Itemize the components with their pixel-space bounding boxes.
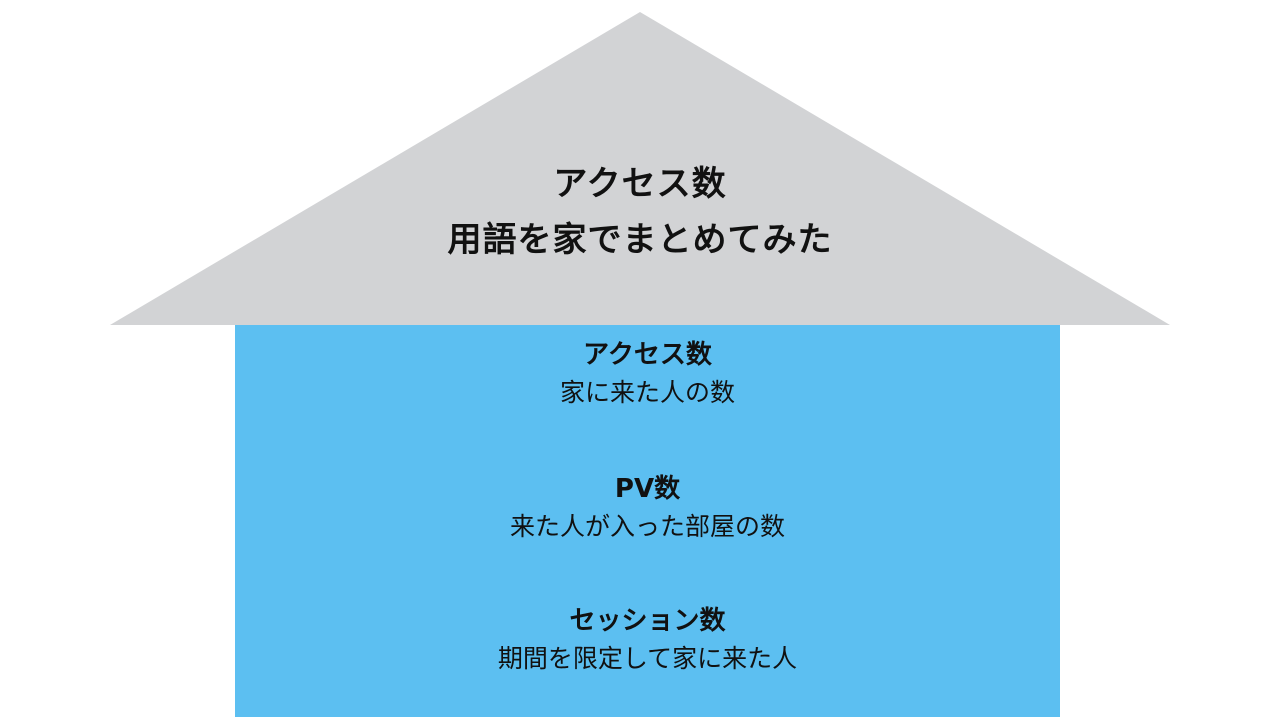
roof-title: アクセス数 用語を家でまとめてみた — [340, 156, 940, 268]
roof-title-line-1: アクセス数 — [553, 164, 727, 204]
roof-title-line-2: 用語を家でまとめてみた — [447, 220, 833, 260]
term-name: PV数 — [614, 474, 681, 504]
term-name: アクセス数 — [583, 340, 712, 370]
term-name: セッション数 — [569, 606, 726, 636]
term-session-count: セッション数 期間を限定して家に来た人 — [235, 603, 1060, 679]
roof-polygon — [110, 12, 1170, 325]
house-body: アクセス数 家に来た人の数 PV数 来た人が入った部屋の数 セッション数 期間を… — [235, 325, 1060, 717]
term-description: 期間を限定して家に来た人 — [497, 644, 798, 673]
term-description: 家に来た人の数 — [559, 378, 735, 407]
term-access-count: アクセス数 家に来た人の数 — [235, 337, 1060, 413]
term-description: 来た人が入った部屋の数 — [509, 512, 785, 541]
term-pv-count: PV数 来た人が入った部屋の数 — [235, 471, 1060, 547]
roof-triangle — [110, 12, 1170, 325]
